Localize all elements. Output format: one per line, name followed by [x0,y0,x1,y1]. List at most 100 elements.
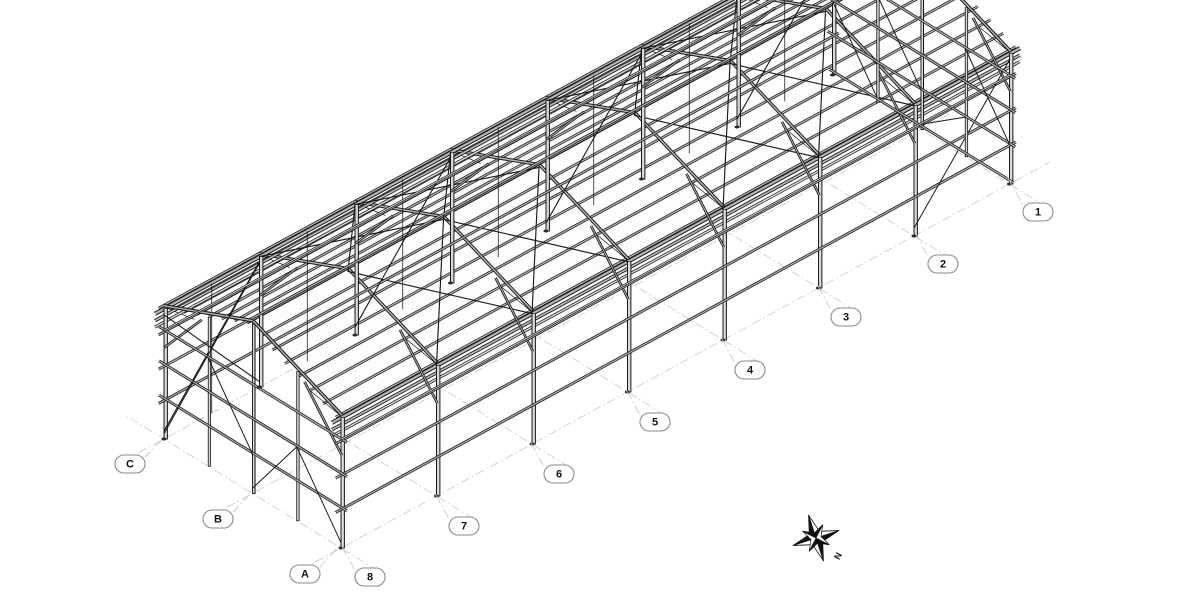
knee-brace-web [685,173,725,248]
grid-bubble-leader [721,338,736,364]
eave-beam [332,49,1022,425]
knee-brace-web [590,225,630,300]
eave-strut-web [436,334,533,388]
grid-bubble-3[interactable]: 3 [817,285,862,327]
knee-brace-web [972,17,1012,92]
grid-bubble-outline [202,509,234,529]
knee-brace [260,268,299,297]
knee-brace-web [546,111,585,141]
column-web [259,256,263,387]
end-wall-girt-web [158,394,348,512]
roof-brace [258,218,445,258]
rafter-haunch [406,338,437,365]
grid-bubble-leader [144,439,163,458]
rafter-web [730,60,821,157]
knee-brace [354,214,393,244]
grid-bubble-outline [289,564,321,584]
roof-purlin-web [297,5,979,378]
grid-bubble-8[interactable]: 8 [341,546,386,587]
grid-bubble-a[interactable]: A [289,548,337,584]
column-web [914,105,918,236]
end-wall-brace [252,446,298,489]
grid-bubble-outline [448,516,480,536]
eave-strut-web [355,173,452,227]
north-arrow-label: N [832,551,844,561]
rafter [634,113,724,209]
column-web [641,48,645,179]
grid-bubble-leader [341,546,356,571]
eave-strut-web [164,277,261,331]
rafter [635,111,726,207]
column-base-plate [829,73,836,77]
column-web [1009,53,1013,184]
grid-bubble-outline [639,412,671,432]
end-wall-sill-web [828,68,1015,184]
grid-bubble-outline [114,454,146,474]
eave-beam [153,0,729,313]
roof-brace [729,62,915,107]
knee-brace [737,8,776,37]
grid-bubble-7[interactable]: 7 [435,494,480,536]
grid-bubble-label: 5 [652,417,658,429]
knee-brace [163,318,202,348]
roof-purlin [184,0,761,314]
end-wall-girt [889,0,1017,78]
eave-fascia-web [331,54,1021,431]
eave-strut [450,121,547,174]
roof-purlin [334,45,1016,417]
grid-bubble-1[interactable]: 1 [1007,177,1054,222]
grid-bubble-6[interactable]: 6 [530,442,575,484]
eave-strut [545,69,642,122]
eave-strut [532,283,629,337]
grid-bubble-leader [530,442,545,468]
roof-purlin [259,0,877,336]
rafter-haunch [310,390,342,417]
column-base-plate [447,281,454,285]
eave-strut [163,277,260,330]
grid-bubble-leader [914,231,929,258]
grid-bubble-2[interactable]: 2 [914,231,959,274]
end-wall-girt-web [827,30,1016,148]
grid-bubble-c[interactable]: C [114,439,163,474]
eave-strut [737,0,774,20]
rafter [763,0,826,11]
eave-strut [546,70,643,124]
grid-bubble-label: A [301,569,309,581]
roof-brace [545,62,731,102]
wall-girt-web [335,141,1017,514]
roof-brace [633,114,820,159]
eave-strut [259,226,357,280]
grid-bubble-b[interactable]: B [202,493,251,529]
eave-strut [736,0,770,18]
roof-purlin [271,0,914,350]
end-wall-girt [829,0,1016,114]
end-wall-girt [159,325,348,442]
knee-brace [355,216,394,245]
roof-brace [640,10,827,50]
knee-brace-web [876,69,916,144]
rafter-haunch [883,78,915,105]
grid-bubble-label: 8 [367,572,373,584]
grid-bubble-4[interactable]: 4 [721,338,766,380]
rafter [540,163,630,259]
end-wall-brace [207,357,253,455]
eave-strut [641,18,739,72]
eave-strut-web [641,17,738,71]
roof-purlin [157,0,724,308]
rafter-web [539,164,630,260]
grid-bubble-label: C [126,459,134,471]
grid-bubble-5[interactable]: 5 [626,390,671,432]
gable-rake [252,321,342,417]
roof-brace [347,270,533,315]
roof-brace [442,218,629,263]
grid-bubble-label: 6 [556,469,562,481]
roof-purlin [272,0,918,352]
rafter-web [634,112,725,208]
end-wall-girt [159,394,348,511]
end-wall-sill [829,68,1015,183]
eave-gutter-web [331,60,1021,437]
grid-bubble-label: 1 [1035,207,1041,219]
grid-bubble-leader [1007,177,1024,206]
